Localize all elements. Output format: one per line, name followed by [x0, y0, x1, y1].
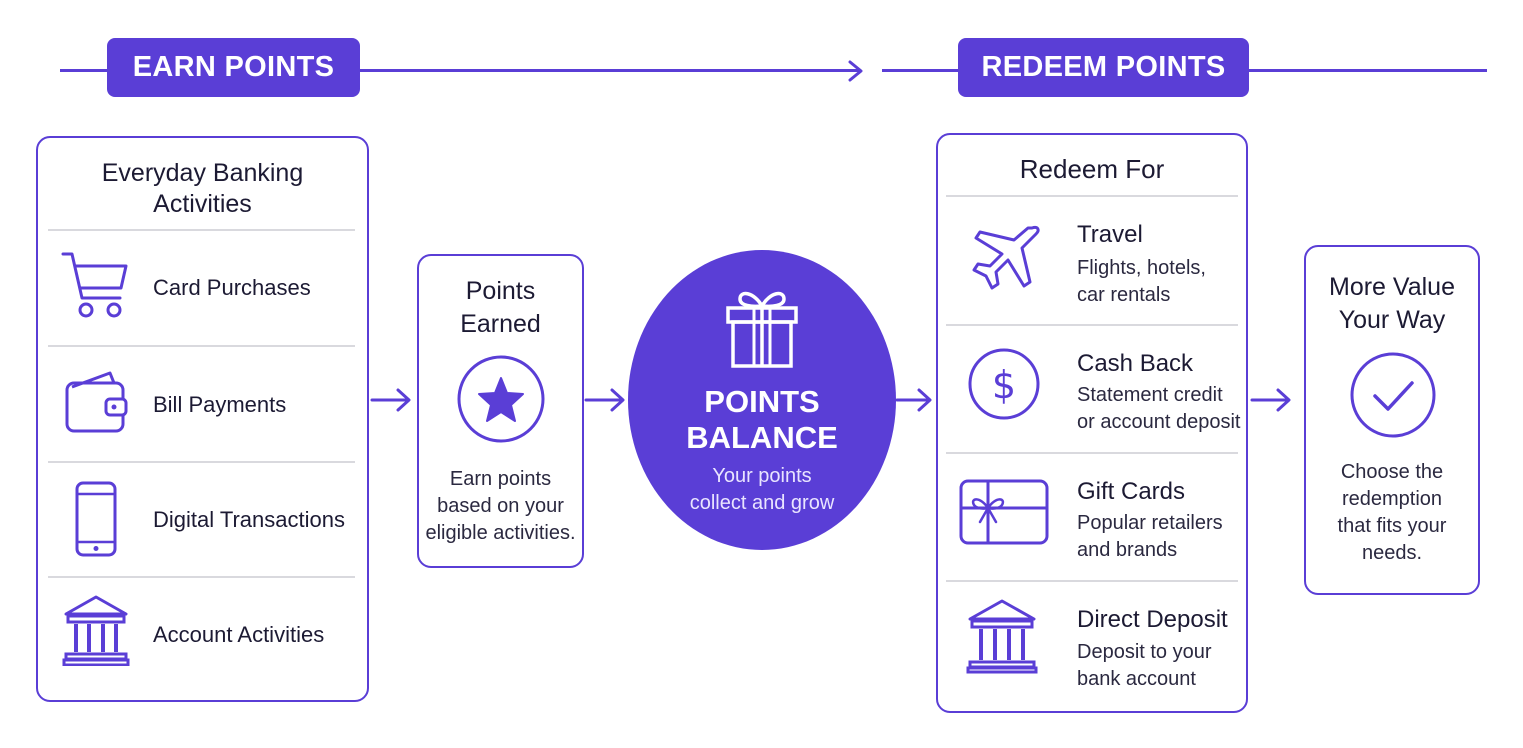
redeem-option-title-travel: Travel [1077, 221, 1143, 248]
redeem-option-desc-gift-cards: Popular retailers and brands [1077, 512, 1223, 561]
airplane-icon [964, 220, 1044, 300]
redeem-divider [946, 195, 1238, 197]
activity-label-bill-payments: Bill Payments [153, 392, 287, 417]
redeem-panel: Redeem For [936, 133, 1248, 713]
redeem-divider [946, 324, 1238, 326]
earn-flow-arrowhead-icon [848, 60, 863, 82]
activities-divider [48, 461, 355, 463]
redeem-divider [946, 580, 1238, 582]
bank-icon [62, 594, 130, 666]
activities-title: Everyday Banking Activities [101, 159, 304, 218]
flow-arrow-icon [584, 388, 625, 412]
more-value-title: More Value Your Way [1329, 273, 1455, 334]
points-earned-panel: Points Earned Earn points based on your … [417, 254, 584, 568]
points-earned-description: Earn points based on your eligible activ… [425, 468, 576, 544]
points-balance-title: POINTS BALANCE [686, 384, 838, 455]
earn-flow-line [60, 69, 860, 72]
bank-icon [966, 598, 1038, 674]
redeem-option-desc-cash-back: Statement credit or account deposit [1077, 384, 1241, 433]
gift-icon [724, 286, 800, 375]
dollar-coin-icon: $ [966, 346, 1042, 422]
svg-text:$: $ [992, 363, 1016, 407]
wallet-icon [64, 367, 132, 437]
points-balance-subtitle: Your points collect and grow [689, 465, 835, 514]
redeem-points-pill: REDEEM POINTS [958, 38, 1249, 97]
redeem-option-title-cash-back: Cash Back [1077, 350, 1194, 377]
activities-divider [48, 576, 355, 578]
redeem-title: Redeem For [1019, 154, 1165, 184]
more-value-description: Choose the redemption that fits your nee… [1337, 461, 1447, 564]
flow-arrow-icon [895, 388, 932, 412]
star-icon [456, 354, 546, 449]
redeem-divider [946, 452, 1238, 454]
activities-divider [48, 345, 355, 347]
activity-label-card-purchases: Card Purchases [153, 275, 311, 300]
points-earned-title: Points Earned [460, 277, 541, 338]
redeem-option-desc-travel: Flights, hotels, car rentals [1077, 257, 1206, 306]
flow-arrow-icon [1250, 388, 1291, 412]
more-value-panel: More Value Your Way Choose the redemptio… [1304, 245, 1480, 595]
smartphone-icon [74, 480, 118, 558]
shopping-cart-icon [60, 250, 132, 320]
activity-label-digital-transactions: Digital Transactions [153, 507, 345, 532]
points-balance-circle: POINTS BALANCE Your points collect and g… [628, 250, 896, 550]
checkmark-icon [1349, 351, 1437, 444]
gift-card-icon [958, 478, 1050, 546]
redeem-option-title-direct-deposit: Direct Deposit [1077, 606, 1228, 633]
redeem-option-title-gift-cards: Gift Cards [1077, 478, 1186, 505]
flow-arrow-icon [370, 388, 411, 412]
redeem-option-desc-direct-deposit: Deposit to your bank account [1077, 641, 1212, 690]
activities-divider [48, 229, 355, 231]
earn-points-pill: EARN POINTS [107, 38, 360, 97]
activity-label-account-activities: Account Activities [153, 622, 325, 647]
